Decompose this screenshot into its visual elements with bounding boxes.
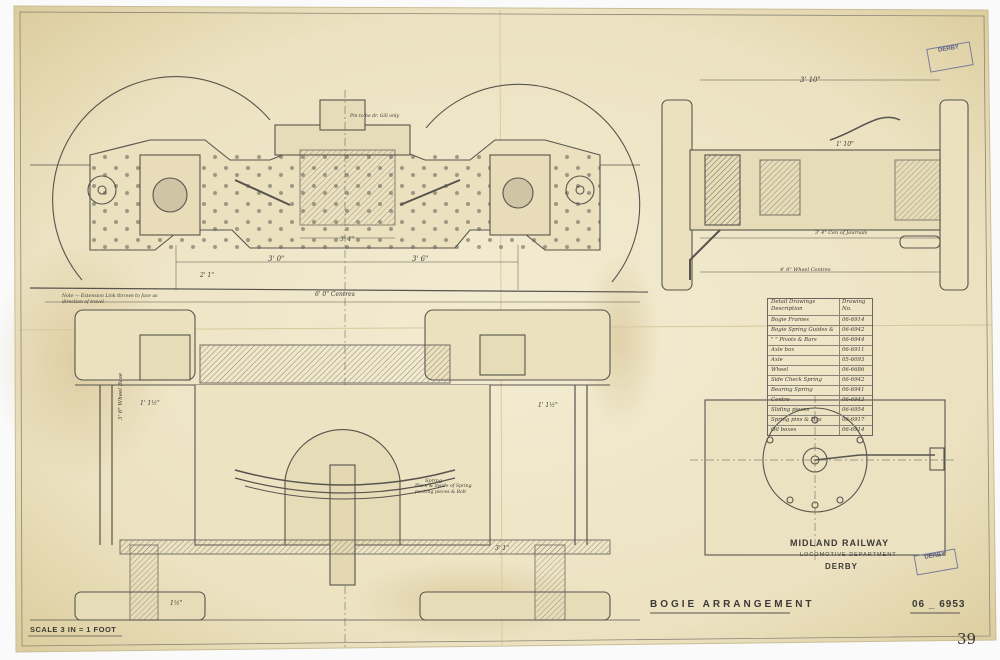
table-cell-description: Axle box [771,347,795,353]
stamp-text: DERBY [937,44,960,54]
table-cell-description: Oil boxes [771,427,797,433]
dimension-mid-span: 3' 4" [340,236,354,243]
table-cell-description: Centre [771,397,790,403]
table-row: Side Check Spring 06-6942 [768,376,872,386]
table-cell-number: 06-6914 [839,426,872,435]
leaf-spring [234,469,456,486]
dimension-centres-top: 2' 1" [200,272,214,279]
dimension-wheelbase-right: 3' 6" [412,255,429,263]
table-header-number: Drawing No. [839,299,872,315]
table-cell-number: 06-6686 [839,366,872,375]
dimension-plan-lower-a: 3' 1" [495,545,509,552]
table-row: Bogie Frames 06-6914 [768,316,872,326]
right-wheel-outline [425,83,641,283]
drawing-number: 06 _ 6953 [912,599,966,610]
table-row: Axle 05-6093 [768,356,872,366]
table-row: Bearing Spring 06-6941 [768,386,872,396]
plan-view [30,309,640,621]
table-header-description: Detail Drawings Description [771,299,816,312]
table-cell-number: 06-6941 [839,386,872,395]
department-name: LOCOMOTIVE DEPARTMENT [800,552,897,558]
table-cell-description: Sliding pieces [771,407,810,413]
table-cell-description: Bearing Spring [771,387,813,393]
location-name: DERBY [825,562,859,571]
table-cell-description: Bogie Frames [771,317,809,323]
table-row: " " Pivots & Bars 06-6944 [768,336,872,346]
side-elevation [29,76,649,650]
table-cell-description: " " Pivots & Bars [771,337,817,343]
dimension-wheelbase-left: 3' 0" [268,255,285,263]
drawing-scale: SCALE 3 IN = 1 FOOT [30,625,117,634]
dimension-plan-lower-b: 1½" [170,600,183,607]
railway-name: MIDLAND RAILWAY [790,538,890,548]
rail-line [29,287,649,293]
border-frame [19,11,991,647]
dimension-side-centre: 3' 4" Cen of Journals [815,230,868,236]
left-axle-journal [152,177,188,213]
table-row: Centre 06-6943 [768,396,872,406]
end-right-wheel [939,99,969,291]
table-cell-number: 06-6917 [839,416,872,425]
end-spring-pack [704,154,741,226]
table-cell-description: Spring pins & Hgs [771,417,822,423]
spring-right [399,179,461,206]
table-cell-number: 06-6944 [839,336,872,345]
end-elevation [661,79,969,291]
table-cell-number: 06-6943 [839,396,872,405]
note-spring: Spring [425,478,443,484]
table-cell-description: Bogie Spring Guides & Pt. Stretchers [771,327,834,333]
table-row: Wheel 06-6686 [768,366,872,376]
dimension-plan-right: 1' 1½" [538,402,558,409]
table-row: Axle box 06-6911 [768,346,872,356]
note-extension-link: Note — Extension Link thrown to face as … [62,294,158,305]
table-header: Detail Drawings Description Drawing No. [768,299,872,316]
wheel-section-right [419,591,611,621]
table-row: Spring pins & Hgs 06-6917 [768,416,872,426]
note-spring-packing: Place & inside of Spring packing pieces … [415,484,472,495]
table-row: Sliding pieces 06-6954 [768,406,872,416]
table-cell-number: 06-6942 [839,376,872,385]
right-axle-journal [502,177,534,209]
dimension-side-detail: 1' 10" [836,141,854,148]
left-wheel-outline [52,76,271,281]
table-cell-number: 06-6914 [839,316,872,325]
drawing-title: BOGIE ARRANGEMENT [650,599,815,610]
table-cell-number: 05-6093 [839,356,872,365]
dimension-side-lower: 4' 8" Wheel Centres [780,267,831,273]
table-row: Oil boxes 06-6914 [768,426,872,435]
table-cell-description: Side Check Spring [771,377,822,383]
spring-left [234,179,291,206]
plan-spring [199,344,451,384]
table-cell-description: Axle [771,357,783,363]
table-cell-number: 06-6942 [839,326,872,335]
dimension-plan-left-b: 3' 6" Wheel Base [118,372,124,420]
sheet-mark: 39 [957,630,977,648]
table-cell-number: 06-6954 [839,406,872,415]
dimension-centres-bottom: 6' 0" Centres [315,291,355,298]
table-cell-description: Wheel [771,367,789,373]
end-left-wheel [661,99,693,291]
table-cell-number: 06-6911 [839,346,872,355]
detail-drawings-table: Detail Drawings Description Drawing No. … [767,298,873,436]
note-pin: Pin to be dr. Gill only [350,114,400,119]
dimension-side-width: 3' 10" [800,76,821,84]
stamp-text: DERBY [924,551,946,561]
dimension-plan-left-a: 1' 1½" [140,400,160,407]
table-row: Bogie Spring Guides & Pt. Stretchers 06-6… [768,326,872,336]
